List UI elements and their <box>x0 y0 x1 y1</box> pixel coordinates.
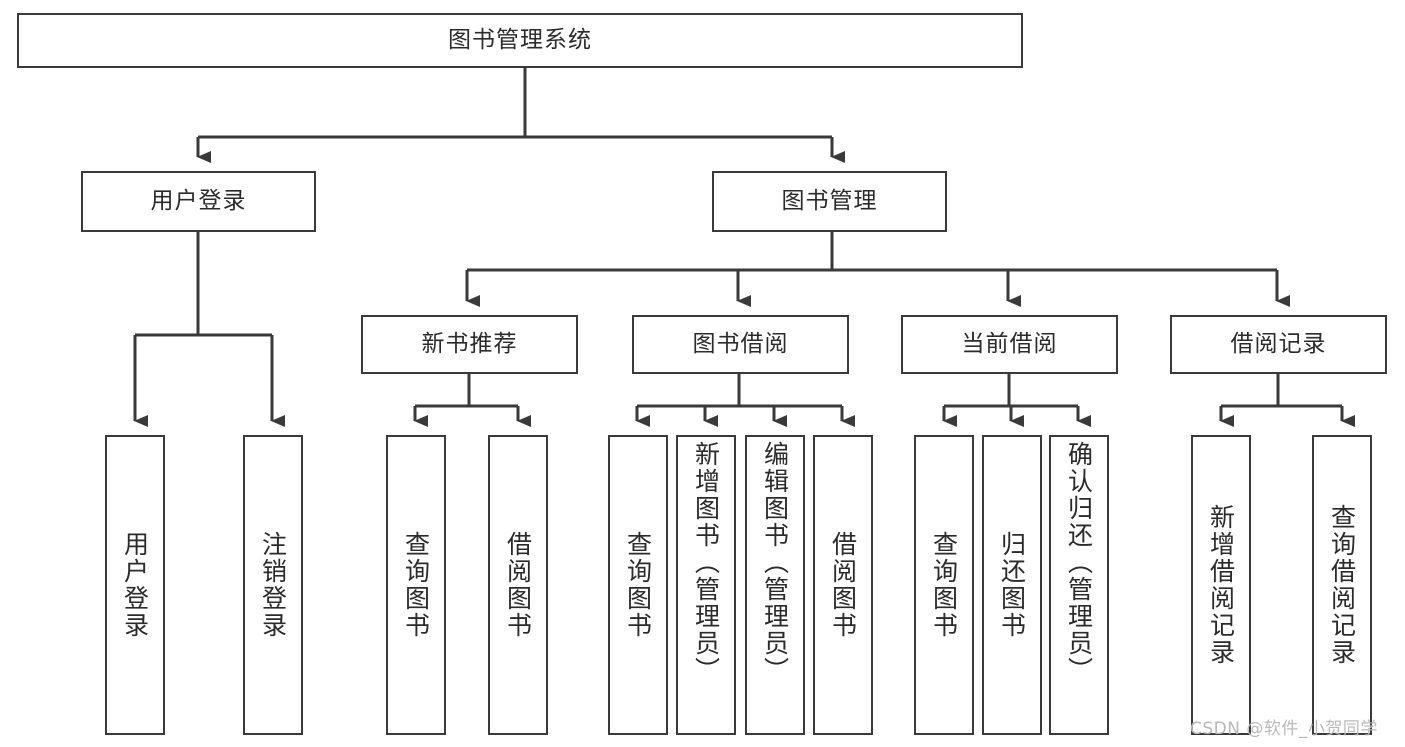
node-root-book-management-system[interactable]: 图书管理系统 <box>17 13 1023 68</box>
leaf-current-query-book[interactable]: 查询图书 <box>914 435 974 735</box>
node-book-borrow[interactable]: 图书借阅 <box>632 315 849 374</box>
node-label: 图书管理系统 <box>448 27 592 54</box>
node-label: 图书借阅 <box>692 331 789 358</box>
node-current-borrow[interactable]: 当前借阅 <box>901 315 1118 374</box>
leaf-user-login-login[interactable]: 用户登录 <box>105 435 165 735</box>
node-label: 新增图书（管理员） <box>691 441 721 684</box>
leaf-new-book-borrow-book[interactable]: 借阅图书 <box>488 435 548 735</box>
node-label: 用户登录 <box>150 188 247 215</box>
node-label: 用户登录 <box>120 531 150 639</box>
node-label: 借阅图书 <box>503 531 533 639</box>
node-label: 编辑图书（管理员） <box>760 441 790 684</box>
csdn-watermark: CSDN @软件_小贺同学 <box>1190 719 1378 739</box>
node-label: 确认归还（管理员） <box>1064 441 1094 684</box>
leaf-user-login-logout[interactable]: 注销登录 <box>243 435 303 735</box>
node-label: 借阅图书 <box>828 531 858 639</box>
node-label: 注销登录 <box>258 531 288 639</box>
leaf-records-query-record[interactable]: 查询借阅记录 <box>1312 435 1372 735</box>
node-user-login[interactable]: 用户登录 <box>81 171 316 232</box>
node-label: 新增借阅记录 <box>1206 504 1236 666</box>
leaf-borrow-query-book[interactable]: 查询图书 <box>608 435 668 735</box>
node-book-management[interactable]: 图书管理 <box>712 171 947 232</box>
leaf-borrow-add-book-admin[interactable]: 新增图书（管理员） <box>676 435 736 735</box>
leaf-new-book-query-book[interactable]: 查询图书 <box>386 435 446 735</box>
node-label: 图书管理 <box>781 188 878 215</box>
leaf-borrow-borrow-book[interactable]: 借阅图书 <box>813 435 873 735</box>
node-label: 查询借阅记录 <box>1327 504 1357 666</box>
leaf-borrow-edit-book-admin[interactable]: 编辑图书（管理员） <box>745 435 805 735</box>
node-label: 查询图书 <box>401 531 431 639</box>
node-label: 借阅记录 <box>1230 331 1327 358</box>
node-label: 查询图书 <box>623 531 653 639</box>
leaf-records-add-record[interactable]: 新增借阅记录 <box>1191 435 1251 735</box>
leaf-current-confirm-return-admin[interactable]: 确认归还（管理员） <box>1049 435 1109 735</box>
node-label: 当前借阅 <box>961 331 1058 358</box>
leaf-current-return-book[interactable]: 归还图书 <box>982 435 1042 735</box>
node-label: 查询图书 <box>929 531 959 639</box>
node-label: 归还图书 <box>997 531 1027 639</box>
node-new-book-recommend[interactable]: 新书推荐 <box>361 315 578 374</box>
node-borrow-records[interactable]: 借阅记录 <box>1170 315 1387 374</box>
node-label: 新书推荐 <box>421 331 518 358</box>
